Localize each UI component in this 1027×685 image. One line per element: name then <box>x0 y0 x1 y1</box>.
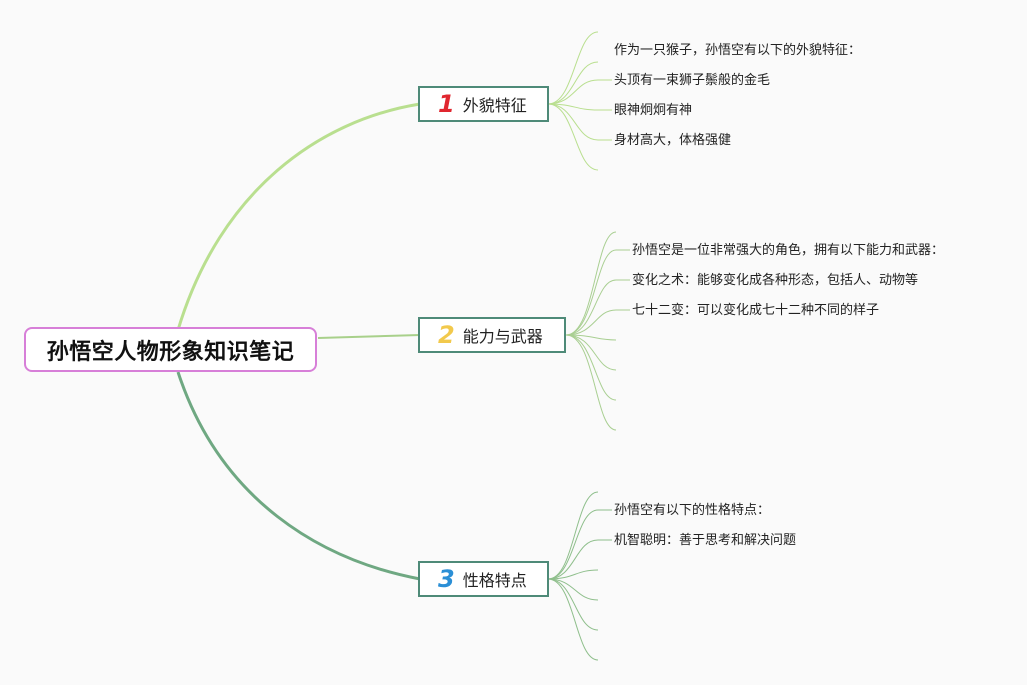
root-title: 孙悟空人物形象知识笔记 <box>46 339 295 365</box>
branch-2-topic[interactable]: 2 能力与武器 <box>418 317 566 353</box>
branch-1-number: 1 <box>438 90 455 118</box>
branch-3-leaf-2[interactable]: 机智聪明：善于思考和解决问题 <box>614 533 797 548</box>
branch-1-leaf-3[interactable]: 眼神炯炯有神 <box>614 103 693 118</box>
branch-1-topic[interactable]: 1 外貌特征 <box>418 86 549 122</box>
branch-2-leaf-2[interactable]: 变化之术：能够变化成各种形态，包括人、动物等 <box>632 273 919 288</box>
fan-branch-3 <box>547 491 612 661</box>
branch-2-leaf-1[interactable]: 孙悟空是一位非常强大的角色，拥有以下能力和武器： <box>632 243 945 258</box>
branch-2-number: 2 <box>438 321 455 349</box>
link-root-branch-1 <box>176 102 421 331</box>
branch-3-label: 性格特点 <box>462 571 527 590</box>
root-topic[interactable]: 孙悟空人物形象知识笔记 <box>24 327 317 372</box>
branch-2-label: 能力与武器 <box>462 327 543 346</box>
branch-3-topic[interactable]: 3 性格特点 <box>418 561 549 597</box>
link-root-branch-2 <box>317 334 421 339</box>
branch-1-leaf-1[interactable]: 作为一只猴子，孙悟空有以下的外貌特征： <box>614 43 862 58</box>
fan-branch-1 <box>547 31 612 171</box>
branch-1-leaf-2[interactable]: 头顶有一束狮子鬃般的金毛 <box>614 73 771 88</box>
fan-branch-2 <box>565 231 630 431</box>
branch-1-label: 外貌特征 <box>462 96 527 115</box>
branch-1-leaf-4[interactable]: 身材高大，体格强健 <box>614 133 732 148</box>
link-root-branch-3 <box>176 371 421 581</box>
branch-3-number: 3 <box>438 565 455 593</box>
branch-3-leaf-1[interactable]: 孙悟空有以下的性格特点： <box>614 503 771 518</box>
branch-2-leaf-3[interactable]: 七十二变：可以变化成七十二种不同的样子 <box>632 303 880 318</box>
